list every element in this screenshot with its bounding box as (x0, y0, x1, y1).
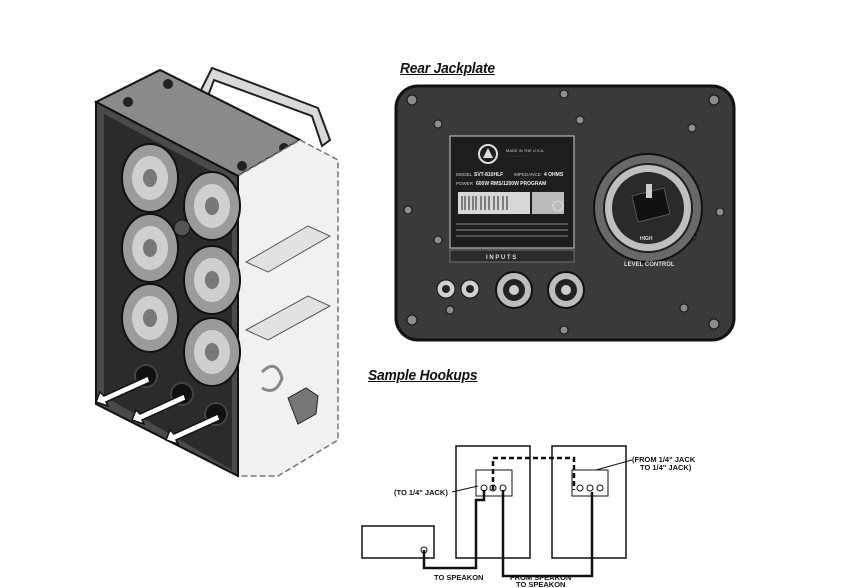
rear-jackplate: MADE IN THE U.S.A. · · · · · · · · · · ·… (394, 84, 736, 342)
cable-amp-to-cab1 (422, 490, 486, 570)
level-control-label: LEVEL CONTROL (624, 262, 675, 268)
model-label: MODEL (456, 172, 473, 177)
label-to-speakon: TO SPEAKON (434, 573, 483, 582)
cabinet-2-box (551, 445, 627, 559)
quarter-inch-jacks (436, 279, 480, 299)
inputs-label: I N P U T S (486, 255, 516, 261)
sample-hookups-heading: Sample Hookups (368, 367, 478, 384)
label-from-jack-line2: TO 1/4" JACK) (640, 463, 692, 472)
cabinet-handle (198, 66, 332, 148)
model-value: SVT-810HLF (474, 172, 503, 178)
brand-logo-icon (478, 144, 498, 164)
svg-text:· · · · · · · · · · · ·: · · · · · · · · · · · · (506, 155, 531, 159)
inputs-strip (449, 249, 575, 263)
label-from-speakon-line1: FROM SPEAKON (510, 573, 571, 582)
cabinet-1-jackplate (475, 469, 513, 497)
cabinet-internal-crossover (287, 387, 319, 425)
cable-cab1-to-cab2-speakon (501, 490, 594, 578)
level-control-knob (593, 153, 703, 263)
jackplate-screws (403, 89, 725, 335)
speakon-jacks (495, 271, 585, 309)
label-from-speakon-line2: TO SPEAKON (516, 580, 565, 588)
power-value: 600W RMS/1200W PROGRAM (476, 181, 546, 187)
airflow-arrows (95, 374, 221, 446)
impedance-label: IMPEDANCE (514, 172, 541, 177)
made-in-text: MADE IN THE U.S.A. (506, 148, 544, 153)
label-from-jack-line1: (FROM 1/4" JACK (632, 455, 696, 464)
rear-jackplate-heading: Rear Jackplate (400, 60, 495, 77)
ce-mark-icon (552, 200, 564, 212)
sample-hookup-diagram: (TO 1/4" JACK) (FROM 1/4" JACK TO 1/4" J… (361, 445, 696, 588)
cabinet-2-jackplate (571, 469, 609, 497)
power-label: POWER (456, 181, 474, 186)
label-to-quarter-inch-jack: (TO 1/4" JACK) (394, 488, 448, 497)
cable-cab1-to-cab2-quarter-inch (491, 456, 576, 490)
impedance-value: 4 OHMS (544, 172, 564, 178)
knob-high-label: HIGH (640, 236, 653, 242)
cabinet-shelves (244, 225, 332, 341)
speaker-cones (121, 143, 241, 387)
